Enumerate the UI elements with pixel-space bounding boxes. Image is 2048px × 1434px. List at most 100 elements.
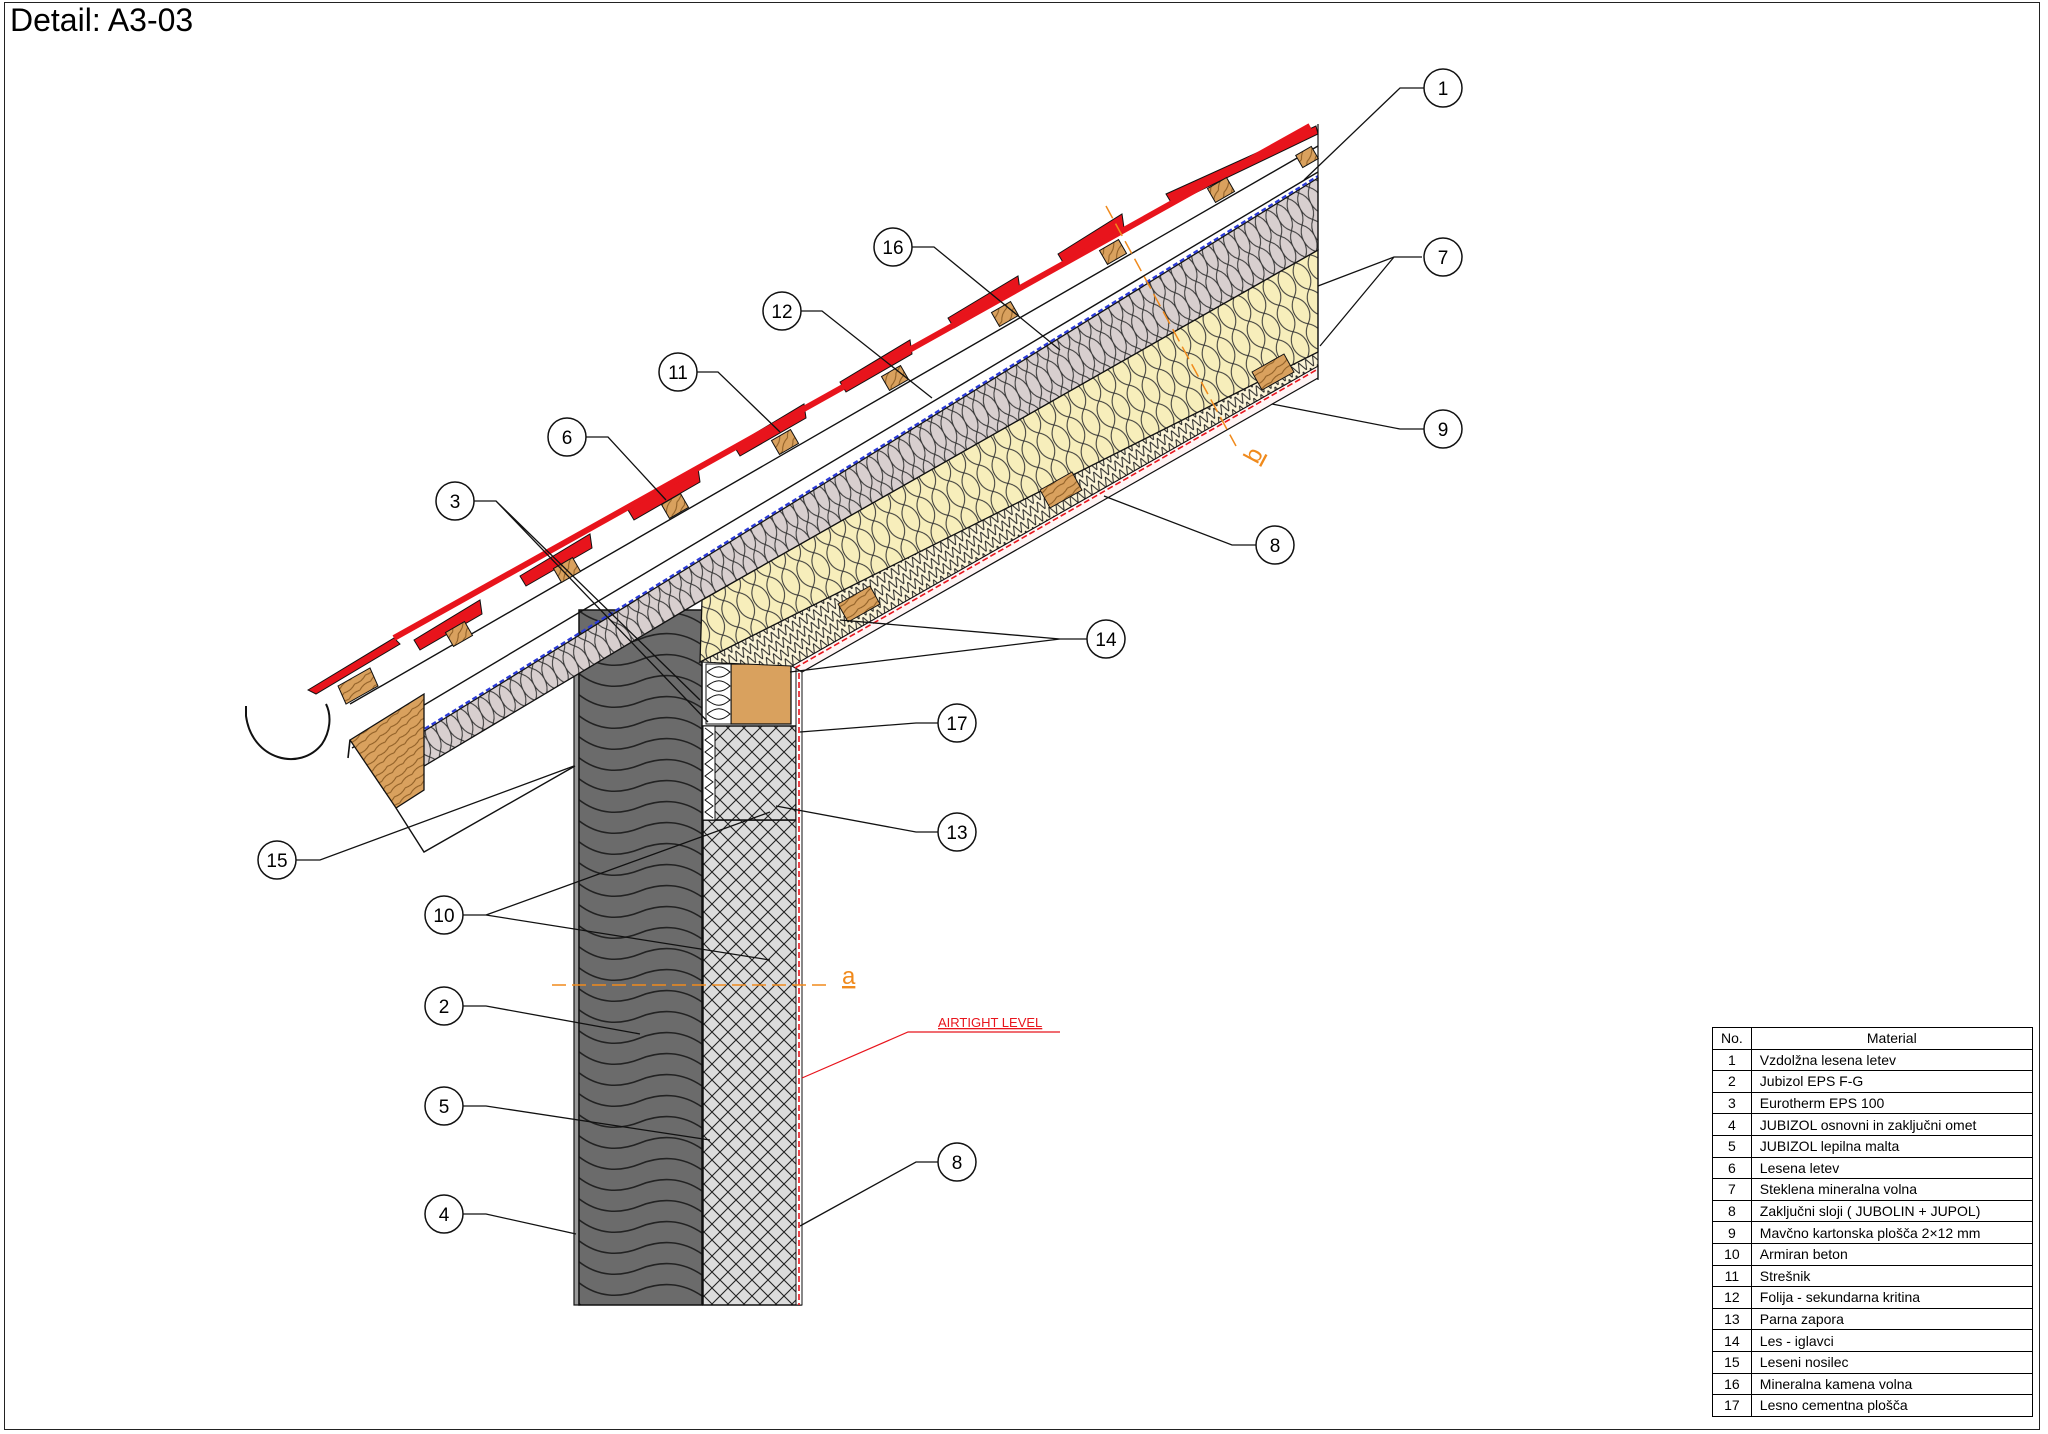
callout-9: 9: [1423, 409, 1463, 449]
section-mark-a: a: [842, 963, 856, 990]
airtight-annotation: AIRTIGHT LEVEL: [801, 1015, 1060, 1079]
legend-no: 8: [1712, 1199, 1752, 1223]
legend-material: Jubizol EPS F-G: [1750, 1070, 2033, 1093]
legend-material: Steklena mineralna volna: [1750, 1178, 2033, 1201]
legend-material: Strešnik: [1750, 1264, 2033, 1288]
detail-title: Detail: A3-03: [10, 2, 194, 38]
legend-material: Parna zapora: [1750, 1307, 2033, 1331]
drawing-frame: [4, 2, 2040, 1430]
legend-material: Leseni nosilec: [1750, 1350, 2033, 1374]
legend-no: 10: [1712, 1242, 1752, 1266]
legend-material: Les - iglavci: [1750, 1329, 2033, 1352]
eaves-beam: [349, 692, 425, 809]
svg-text:13: 13: [946, 823, 967, 844]
callout-15: 15: [257, 840, 297, 880]
callout-8-wall: 8: [937, 1142, 977, 1182]
callout-13: 13: [937, 812, 977, 852]
legend-no: 16: [1712, 1372, 1752, 1396]
callout-3: 3: [435, 481, 475, 521]
section-mark-b: b: [1239, 443, 1269, 467]
legend-material: Vzdolžna lesena letev: [1750, 1048, 2033, 1072]
callout-11: 11: [658, 352, 698, 392]
callout-7: 7: [1423, 237, 1463, 277]
callout-12: 12: [762, 291, 802, 331]
legend-material: Mavčno kartonska plošča 2×12 mm: [1750, 1221, 2033, 1244]
legend-no: 7: [1712, 1178, 1752, 1201]
legend-material: Folija - sekundarna kritina: [1750, 1286, 2033, 1309]
legend-no: 11: [1712, 1264, 1752, 1288]
svg-text:3: 3: [450, 492, 461, 513]
roof-tiles: [306, 123, 1319, 695]
callout-14: 14: [1086, 619, 1126, 659]
svg-text:5: 5: [439, 1097, 450, 1118]
callout-8-roof: 8: [1255, 525, 1295, 565]
svg-text:1: 1: [1438, 79, 1449, 100]
legend-material: JUBIZOL lepilna malta: [1750, 1134, 2033, 1158]
svg-text:15: 15: [266, 851, 287, 872]
wall-assembly: [573, 609, 803, 1306]
plate-insulation-infill: [705, 663, 732, 725]
legend-header-row: No. Material: [1712, 1027, 2033, 1050]
callout-5: 5: [424, 1086, 464, 1126]
legend-no: 14: [1712, 1329, 1752, 1352]
legend-material: Lesena letev: [1750, 1156, 2033, 1180]
callout-2: 2: [424, 986, 464, 1026]
legend-material: Armiran beton: [1750, 1242, 2033, 1266]
legend-no: 12: [1712, 1286, 1752, 1309]
legend-no: 13: [1712, 1307, 1752, 1331]
svg-text:7: 7: [1438, 248, 1449, 269]
legend-material: Mineralna kamena volna: [1750, 1372, 2033, 1396]
svg-text:11: 11: [668, 363, 688, 384]
roof-stone-wool: [383, 176, 1319, 792]
roof-foil: [383, 175, 1319, 755]
svg-text:16: 16: [882, 238, 903, 259]
legend-header-no: No.: [1712, 1027, 1752, 1050]
svg-text:4: 4: [439, 1205, 450, 1226]
legend-no: 17: [1712, 1394, 1752, 1417]
legend-no: 1: [1712, 1048, 1752, 1072]
svg-text:2: 2: [439, 997, 450, 1018]
callout-4: 4: [424, 1194, 464, 1234]
roof-assembly: [306, 123, 1319, 853]
legend-material: Eurotherm EPS 100: [1750, 1091, 2033, 1115]
legend-material: Lesno cementna plošča: [1750, 1394, 2033, 1417]
legend-material: Zaključni sloji ( JUBOLIN + JUPOL): [1750, 1199, 2033, 1223]
legend-no: 15: [1712, 1350, 1752, 1374]
callout-17: 17: [937, 703, 977, 743]
legend-no: 4: [1712, 1113, 1752, 1136]
svg-text:12: 12: [771, 302, 792, 323]
legend-header-material: Material: [1750, 1027, 2033, 1050]
svg-text:8: 8: [952, 1153, 963, 1174]
gutter: [245, 703, 351, 760]
ring-beam-concrete: [702, 725, 797, 821]
callout-16: 16: [873, 227, 913, 267]
wall-plate-timber: [730, 663, 792, 725]
wall-concrete: [702, 819, 802, 1306]
svg-text:9: 9: [1438, 420, 1449, 441]
section-line-b: [1105, 205, 1237, 447]
svg-text:17: 17: [946, 714, 967, 735]
counter-batten-line: [349, 145, 1319, 705]
legend-no: 2: [1712, 1070, 1752, 1093]
legend-no: 6: [1712, 1156, 1752, 1180]
legend-no: 3: [1712, 1091, 1752, 1115]
svg-text:14: 14: [1095, 630, 1117, 651]
svg-text:8: 8: [1270, 536, 1281, 557]
callouts: 1 16 12 11 6 3 7 9 8 14 17 13 15 10 2 5 …: [257, 68, 1463, 1234]
